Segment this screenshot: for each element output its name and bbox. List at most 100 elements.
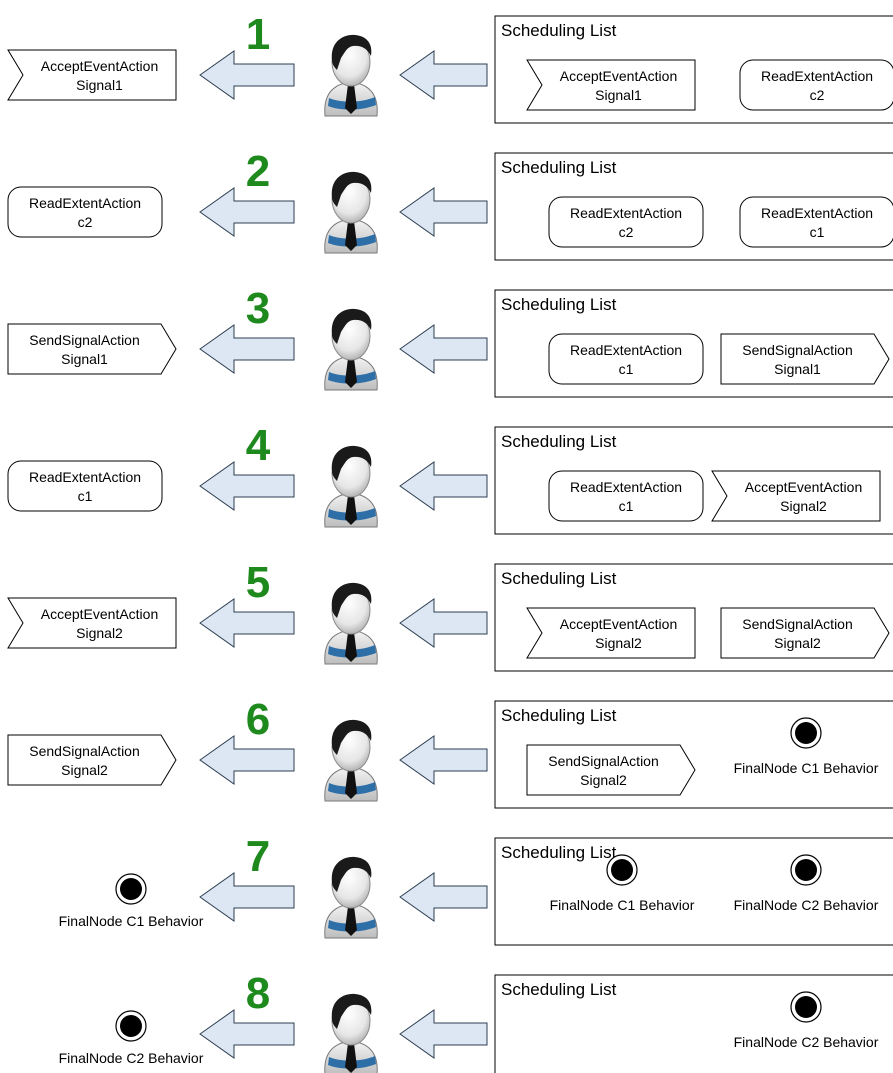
read-extent-action-shape: [739, 59, 893, 111]
step-number: 5: [246, 558, 270, 607]
left-arrow-icon: [199, 50, 295, 100]
left-arrow-icon: [399, 598, 488, 648]
read-extent-action-shape: [548, 470, 704, 522]
person-tie: [345, 221, 357, 251]
read-extent-action-shape: [7, 186, 163, 238]
left-arrow-icon: [399, 324, 488, 374]
person-icon: [324, 445, 378, 528]
send-signal-action-shape: [526, 744, 696, 796]
node-label: ReadExtentAction: [570, 205, 682, 221]
scheduling-list-title: Scheduling List: [501, 706, 617, 725]
node-label: c2: [810, 87, 825, 103]
final-node-label: FinalNode C1 Behavior: [734, 760, 879, 776]
scheduling-list-title: Scheduling List: [501, 569, 617, 588]
scheduling-list-title: Scheduling List: [501, 980, 617, 999]
node-label: ReadExtentAction: [761, 205, 873, 221]
node-label: SendSignalAction: [742, 616, 853, 632]
person-hair: [331, 308, 372, 344]
accept-event-action-shape: [7, 49, 177, 101]
node-label: SendSignalAction: [29, 332, 140, 348]
read-extent-action-shape: [548, 196, 704, 248]
person-icon: [324, 582, 378, 665]
scheduling-list-box: [494, 837, 893, 946]
left-arrow-icon: [199, 461, 295, 511]
node-label: ReadExtentAction: [570, 342, 682, 358]
final-node-label: FinalNode C2 Behavior: [59, 1050, 204, 1066]
person-icon: [324, 719, 378, 802]
person-hair: [331, 856, 372, 892]
person-tie: [345, 358, 357, 388]
person-tie: [345, 906, 357, 936]
person-icon: [324, 993, 378, 1073]
node-label: ReadExtentAction: [29, 195, 141, 211]
person-hair: [331, 171, 372, 207]
node-label: Signal1: [61, 351, 108, 367]
left-arrow-icon: [399, 735, 488, 785]
final-node-inner-dot: [611, 859, 633, 881]
person-hair: [331, 445, 372, 481]
step-number: 2: [246, 147, 270, 196]
node-label: Signal2: [774, 635, 821, 651]
node-label: c1: [619, 361, 634, 377]
accept-event-action-shape: [526, 607, 696, 659]
scheduling-list-title: Scheduling List: [501, 432, 617, 451]
scheduling-list-box: [494, 974, 893, 1073]
left-arrow-icon: [399, 50, 488, 100]
left-arrow-icon: [199, 187, 295, 237]
scheduling-list-title: Scheduling List: [501, 843, 617, 862]
final-node-label: FinalNode C1 Behavior: [59, 913, 204, 929]
step-number: 7: [246, 832, 270, 881]
node-label: Signal2: [61, 762, 108, 778]
accept-event-action-shape: [711, 470, 881, 522]
final-node-inner-dot: [795, 996, 817, 1018]
step-row: FinalNode C1 Behavior 7 Scheduling ListFin…: [59, 832, 893, 946]
person-tie: [345, 632, 357, 662]
node-label: SendSignalAction: [29, 743, 140, 759]
final-node-inner-dot: [120, 1015, 142, 1037]
node-label: ReadExtentAction: [761, 68, 873, 84]
send-signal-action-shape: [7, 734, 177, 786]
final-node-label: FinalNode C1 Behavior: [550, 897, 695, 913]
person-hair: [331, 719, 372, 755]
person-tie: [345, 84, 357, 114]
left-arrow-icon: [399, 461, 488, 511]
step-number: 3: [246, 284, 270, 333]
send-signal-action-shape: [7, 323, 177, 375]
node-label: Signal2: [580, 772, 627, 788]
left-arrow-icon: [199, 735, 295, 785]
final-node-inner-dot: [795, 722, 817, 744]
node-label: Signal1: [774, 361, 821, 377]
node-label: Signal1: [76, 77, 123, 93]
node-label: ReadExtentAction: [570, 479, 682, 495]
person-icon: [324, 856, 378, 939]
scheduling-list-title: Scheduling List: [501, 295, 617, 314]
node-label: c1: [810, 224, 825, 240]
node-label: Signal2: [780, 498, 827, 514]
person-icon: [324, 171, 378, 254]
person-hair: [331, 34, 372, 70]
step-number: 1: [246, 10, 270, 59]
person-icon: [324, 34, 378, 117]
left-arrow-icon: [399, 1009, 488, 1059]
person-tie: [345, 495, 357, 525]
node-label: AcceptEventAction: [41, 58, 159, 74]
left-arrow-icon: [199, 598, 295, 648]
read-extent-action-shape: [7, 460, 163, 512]
node-label: AcceptEventAction: [745, 479, 863, 495]
final-node-label: FinalNode C2 Behavior: [734, 897, 879, 913]
person-tie: [345, 769, 357, 799]
node-label: Signal1: [595, 87, 642, 103]
node-label: AcceptEventAction: [41, 606, 159, 622]
scheduling-list-title: Scheduling List: [501, 158, 617, 177]
node-label: AcceptEventAction: [560, 68, 678, 84]
final-node-inner-dot: [120, 878, 142, 900]
node-label: c1: [619, 498, 634, 514]
left-arrow-icon: [399, 872, 488, 922]
person-icon: [324, 308, 378, 391]
